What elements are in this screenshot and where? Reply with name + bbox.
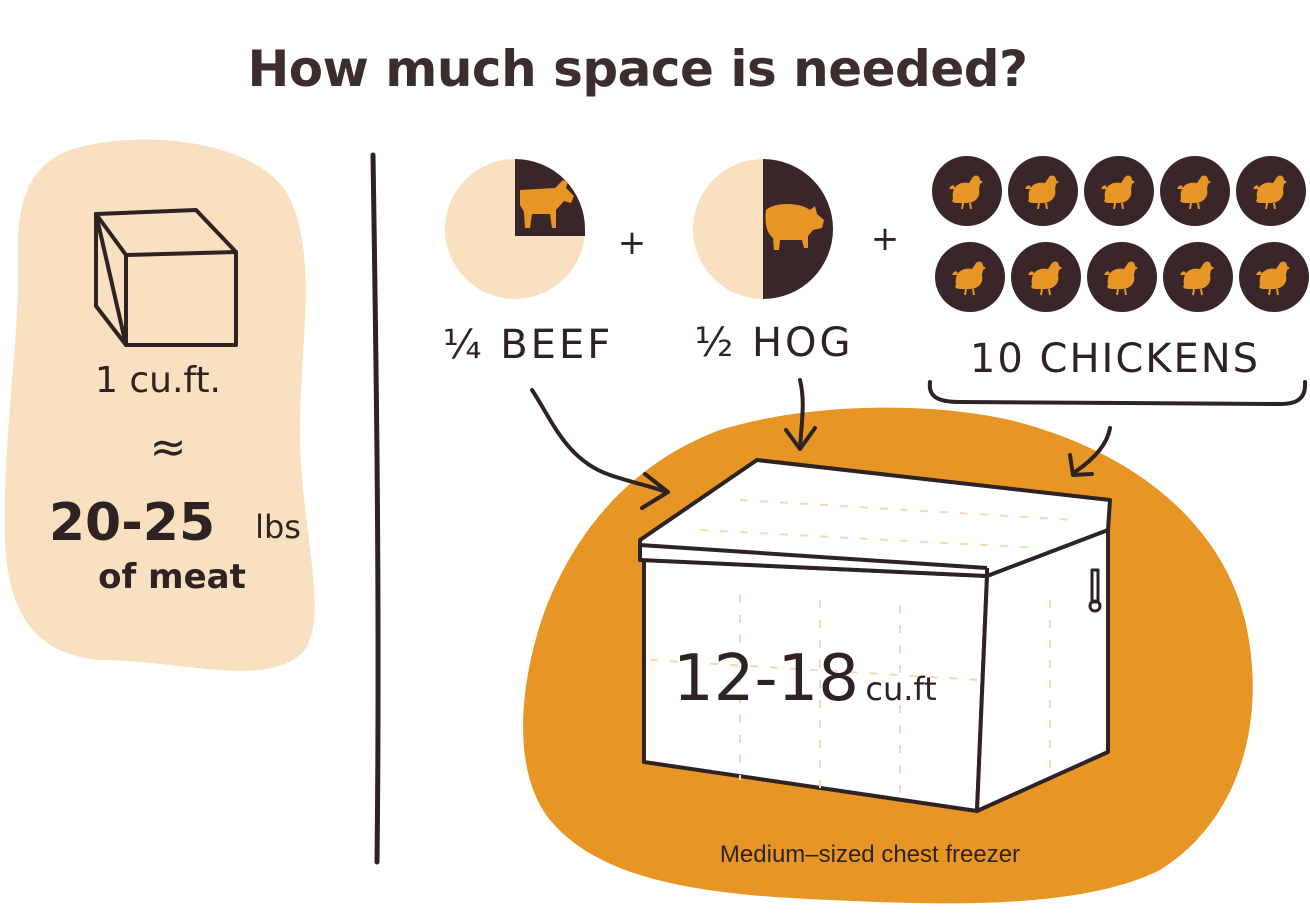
chicken-icon bbox=[932, 156, 1002, 226]
plus-sign-2: + bbox=[871, 219, 900, 259]
approx-symbol: ≈ bbox=[150, 422, 187, 473]
chicken-icon bbox=[1087, 242, 1157, 312]
freezer-icon bbox=[638, 458, 1112, 813]
freezer-dashes bbox=[649, 499, 1076, 800]
beef-label: ¼ BEEF bbox=[443, 322, 613, 368]
chicken-icon bbox=[1239, 242, 1309, 312]
page-title: How much space is needed? bbox=[247, 39, 1028, 98]
chicken-icon bbox=[935, 242, 1005, 312]
chicken-icon bbox=[1011, 242, 1081, 312]
chicken-grid bbox=[932, 156, 1309, 312]
volume-label: 1 cu.ft. bbox=[95, 360, 221, 401]
weight-value: 20-25 bbox=[49, 493, 215, 553]
chicken-icon bbox=[1008, 156, 1078, 226]
hog-label: ½ HOG bbox=[694, 320, 853, 366]
cube-icon bbox=[94, 208, 238, 347]
capacity-value: 12-18 bbox=[673, 642, 859, 716]
chicken-icon bbox=[1236, 156, 1306, 226]
chickens-label: 10 CHICKENS bbox=[970, 336, 1260, 382]
chicken-icon bbox=[1160, 156, 1230, 226]
cow-icon bbox=[520, 180, 574, 228]
divider bbox=[370, 152, 381, 865]
hog-half-circle bbox=[693, 159, 833, 299]
weight-suffix: of meat bbox=[98, 557, 246, 597]
chicken-icon bbox=[1163, 242, 1233, 312]
capacity-unit: cu.ft bbox=[865, 670, 936, 708]
weight-unit: lbs bbox=[255, 508, 301, 546]
arrows bbox=[530, 378, 1112, 510]
beef-quarter-circle bbox=[445, 159, 585, 299]
chicken-icon bbox=[1084, 156, 1154, 226]
brace bbox=[927, 380, 1308, 407]
pig-icon bbox=[765, 204, 824, 250]
freezer-caption: Medium–sized chest freezer bbox=[719, 841, 1021, 868]
plus-sign-1: + bbox=[618, 223, 647, 263]
